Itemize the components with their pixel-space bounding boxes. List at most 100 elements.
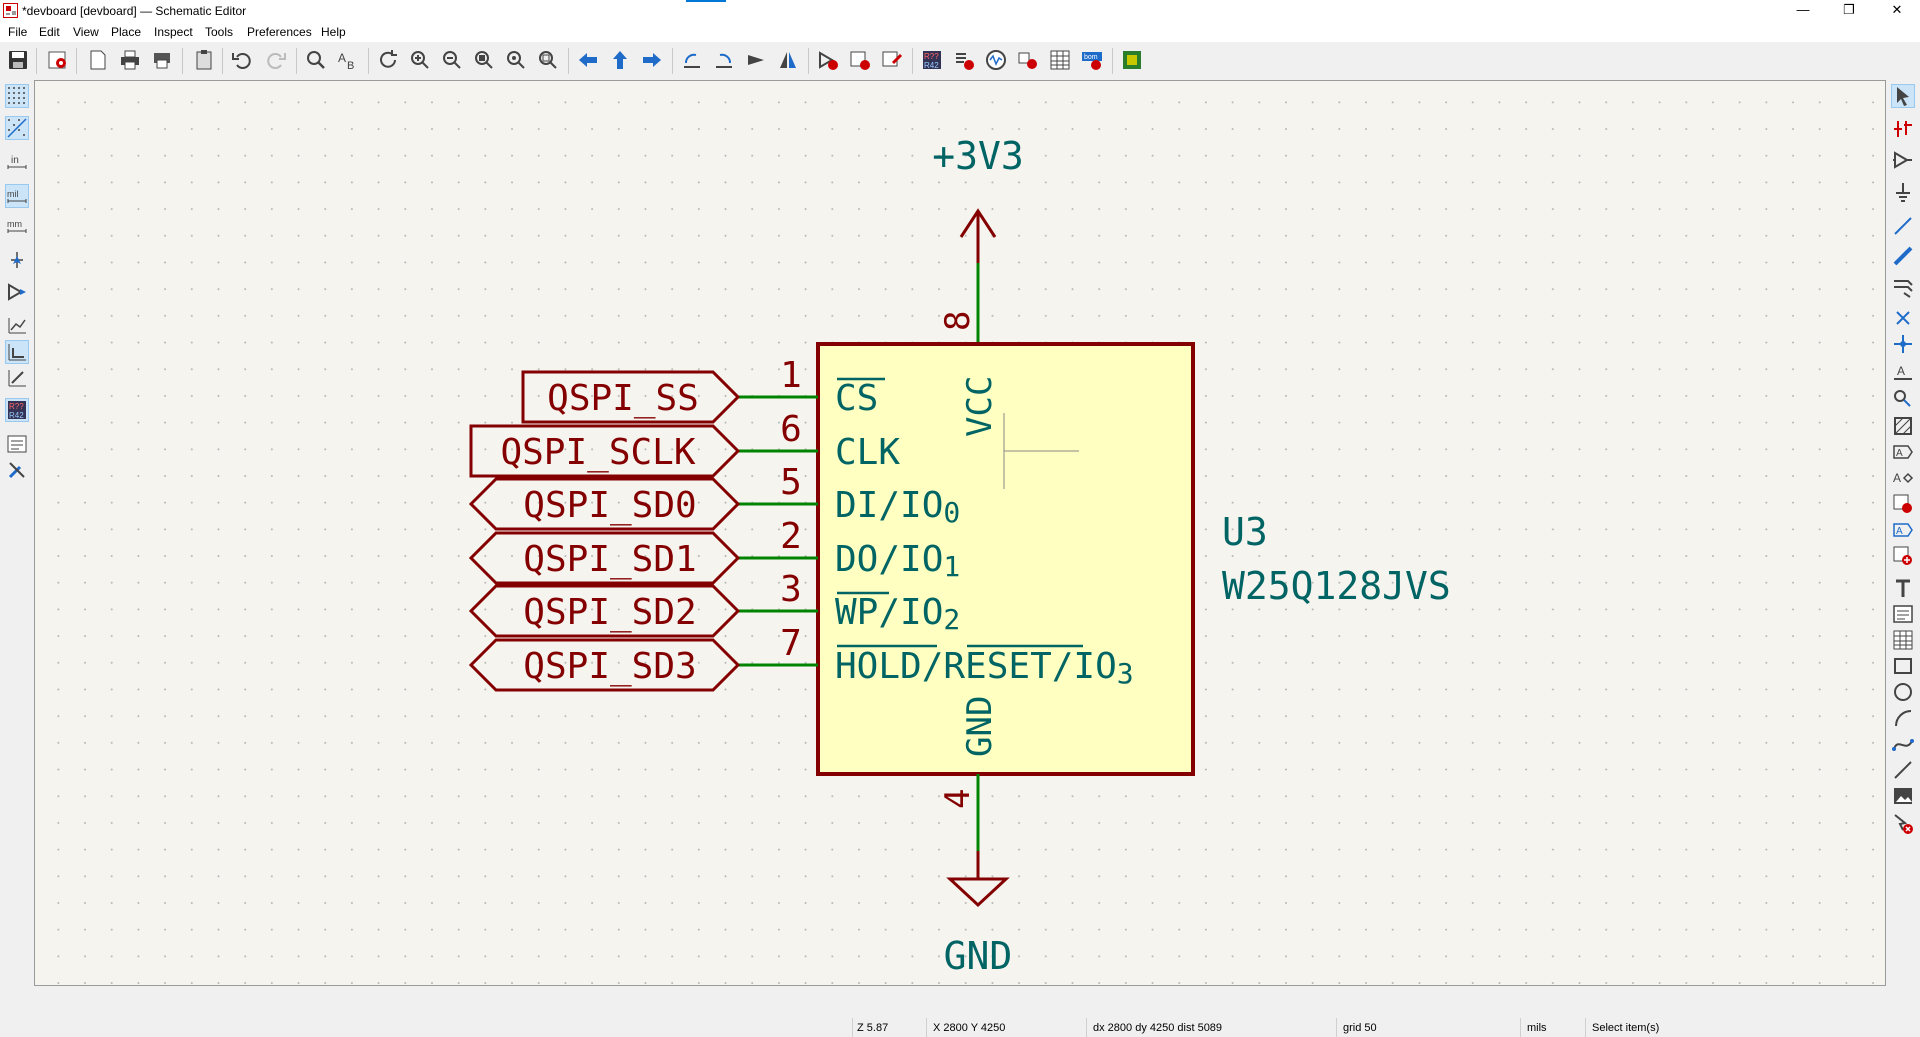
rotate-ccw-icon[interactable] — [680, 48, 704, 72]
minimize-button[interactable]: — — [1796, 2, 1810, 17]
net-label-shape-7[interactable] — [468, 638, 741, 692]
menu-preferences[interactable]: Preferences — [247, 25, 312, 39]
add-arc-icon[interactable] — [1891, 706, 1915, 730]
zoom-objects-icon[interactable] — [504, 48, 528, 72]
annotation-ref-toggle-icon[interactable]: R??R42 — [5, 398, 29, 422]
line-mode-45-icon[interactable] — [5, 366, 29, 390]
find-icon[interactable] — [304, 48, 328, 72]
units-inches-icon[interactable]: in — [5, 150, 29, 174]
net-label-shape-3[interactable] — [468, 584, 741, 638]
net-label-shape-6[interactable] — [469, 424, 741, 478]
add-rule-area-icon[interactable] — [1891, 414, 1915, 438]
net-label-3[interactable]: QSPI_SD2 — [523, 592, 696, 633]
add-sheet-pin-icon[interactable]: A — [1891, 518, 1915, 542]
tools-icon[interactable] — [5, 458, 29, 482]
symbol-browser-icon[interactable] — [848, 48, 872, 72]
select-arrow-icon[interactable] — [1891, 84, 1915, 108]
add-global-label-icon[interactable]: A — [1891, 440, 1915, 464]
restore-button[interactable]: ❐ — [1843, 2, 1855, 17]
zoom-fit-icon[interactable] — [472, 48, 496, 72]
arrow-right-icon[interactable] — [640, 48, 664, 72]
add-sheet-icon[interactable] — [1891, 492, 1915, 516]
simulator-icon[interactable] — [984, 48, 1008, 72]
add-image-icon[interactable] — [1891, 784, 1915, 808]
add-circle-icon[interactable] — [1891, 680, 1915, 704]
rotate-cw-icon[interactable] — [712, 48, 736, 72]
component-value[interactable]: W25Q128JVS — [1222, 564, 1451, 608]
print-icon[interactable] — [118, 48, 142, 72]
line-mode-90-icon[interactable] — [5, 340, 29, 364]
highlight-net-icon[interactable] — [1891, 116, 1915, 140]
add-table-icon[interactable] — [1891, 628, 1915, 652]
plot-icon[interactable] — [150, 48, 174, 72]
zoom-in-icon[interactable] — [408, 48, 432, 72]
arrow-left-icon[interactable] — [576, 48, 600, 72]
undo-icon[interactable] — [230, 48, 254, 72]
arrow-up-icon[interactable] — [608, 48, 632, 72]
add-power-icon[interactable] — [1891, 180, 1915, 204]
bom-export-icon[interactable]: bom — [1080, 48, 1104, 72]
menu-tools[interactable]: Tools — [205, 25, 234, 39]
erc-icon[interactable] — [952, 48, 976, 72]
mirror-vertical-icon[interactable] — [744, 48, 768, 72]
net-label-shape-1[interactable] — [521, 370, 741, 424]
import-sheet-pin-icon[interactable] — [1891, 544, 1915, 568]
menu-place[interactable]: Place — [111, 25, 142, 39]
add-textbox-icon[interactable] — [1891, 602, 1915, 626]
no-connect-icon[interactable] — [1891, 306, 1915, 330]
menu-help[interactable]: Help — [321, 25, 346, 39]
redo-icon[interactable] — [264, 48, 288, 72]
net-label-shape-2[interactable] — [468, 531, 741, 585]
net-label-7[interactable]: QSPI_SD3 — [523, 646, 696, 687]
net-label-6[interactable]: QSPI_SCLK — [500, 432, 695, 473]
symbol-editor-icon[interactable] — [816, 48, 840, 72]
cursor-crosshair-icon[interactable] — [5, 248, 29, 272]
add-rectangle-icon[interactable] — [1891, 654, 1915, 678]
mirror-horizontal-icon[interactable] — [776, 48, 800, 72]
net-label-shape-5[interactable] — [468, 477, 741, 531]
line-mode-free-icon[interactable] — [5, 314, 29, 338]
add-hierarchical-label-icon[interactable]: A — [1891, 466, 1915, 490]
grid-toggle-icon[interactable] — [5, 84, 29, 108]
add-junction-icon[interactable] — [1891, 332, 1915, 356]
net-label-1[interactable]: QSPI_SS — [547, 378, 699, 419]
component-reference[interactable]: U3 — [1222, 510, 1268, 554]
add-line-icon[interactable] — [1891, 758, 1915, 782]
add-netclass-icon[interactable] — [1891, 386, 1915, 410]
units-mm-icon[interactable]: mm — [5, 214, 29, 238]
refresh-icon[interactable] — [376, 48, 400, 72]
add-bus-entry-icon[interactable] — [1891, 276, 1915, 300]
add-text-icon[interactable] — [1891, 576, 1915, 600]
properties-panel-icon[interactable] — [5, 432, 29, 456]
save-icon[interactable] — [6, 48, 30, 72]
paste-icon[interactable] — [192, 48, 216, 72]
net-label-5[interactable]: QSPI_SD0 — [523, 485, 696, 526]
menu-inspect[interactable]: Inspect — [154, 25, 193, 39]
net-label-2[interactable]: QSPI_SD1 — [523, 539, 696, 580]
units-mils-icon[interactable]: mil — [5, 184, 29, 208]
footprint-assign-icon[interactable] — [1016, 48, 1040, 72]
ic-body-w25q128jvs[interactable] — [816, 342, 1195, 776]
menu-file[interactable]: File — [8, 25, 28, 39]
add-bezier-icon[interactable] — [1891, 732, 1915, 756]
menu-edit[interactable]: Edit — [39, 25, 60, 39]
add-label-icon[interactable]: A — [1891, 360, 1915, 384]
add-symbol-icon[interactable] — [1891, 148, 1915, 172]
hierarchy-navigator-icon[interactable] — [5, 280, 29, 304]
annotation-ref-icon[interactable]: R??R42 — [920, 48, 944, 72]
grid-overrides-icon[interactable] — [5, 116, 29, 140]
schematic-setup-icon[interactable] — [46, 48, 70, 72]
zoom-out-icon[interactable] — [440, 48, 464, 72]
delete-tool-icon[interactable] — [1891, 812, 1915, 836]
close-button[interactable]: ✕ — [1891, 2, 1903, 17]
page-settings-icon[interactable] — [86, 48, 110, 72]
bom-table-icon[interactable] — [1048, 48, 1072, 72]
pcb-editor-icon[interactable] — [1120, 48, 1144, 72]
zoom-selection-icon[interactable] — [536, 48, 560, 72]
add-bus-icon[interactable] — [1891, 244, 1915, 268]
menu-view[interactable]: View — [73, 25, 99, 39]
add-wire-icon[interactable] — [1891, 214, 1915, 238]
annotate-icon[interactable] — [880, 48, 904, 72]
